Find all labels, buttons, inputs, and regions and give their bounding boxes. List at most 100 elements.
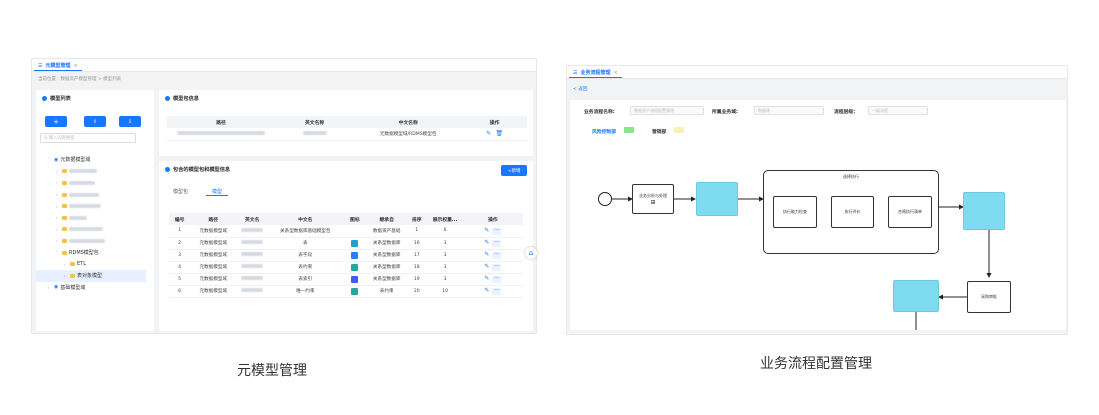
- tree-item[interactable]: ›: [36, 166, 146, 178]
- sub-tabs: 模型包 模型: [173, 188, 229, 196]
- column-header: 英文名: [236, 213, 269, 225]
- cell-sort: 19: [406, 273, 428, 286]
- legend-marketing-label: 营销部: [652, 130, 667, 135]
- caret-right-icon: ›: [56, 192, 58, 198]
- add-button[interactable]: +: [45, 116, 67, 127]
- table-header-row: 编号 路径 英文名 中文名 图标 继承自 排序 展示权重... 操作: [169, 213, 523, 225]
- add-new-button[interactable]: +新增: [501, 165, 527, 176]
- cell-cn: 表字段: [268, 249, 343, 262]
- more-icon[interactable]: ···: [492, 263, 502, 271]
- bullet-icon: [165, 167, 170, 172]
- tree-item-table-object-model[interactable]: › 表对象模型: [36, 269, 146, 282]
- cell-weight: 3: [427, 237, 463, 250]
- tree-item-etl[interactable]: › ETL: [36, 258, 146, 270]
- bullet-icon: [42, 96, 47, 101]
- flow-node-cyan-3[interactable]: [893, 280, 939, 312]
- legend-risk-swatch: [624, 127, 634, 133]
- process-level-input[interactable]: 一级流程: [868, 106, 928, 115]
- close-icon[interactable]: ×: [73, 62, 78, 69]
- bullet-icon: [165, 96, 170, 101]
- home-icon[interactable]: ⌂: [525, 247, 537, 259]
- folder-icon: [62, 215, 67, 220]
- download-button[interactable]: ⇩: [119, 116, 141, 127]
- business-domain-input[interactable]: 数据域: [754, 106, 824, 115]
- tree-item[interactable]: ›: [36, 177, 146, 189]
- column-header: 中文名: [268, 213, 343, 225]
- more-icon[interactable]: ···: [492, 275, 502, 283]
- tree-item[interactable]: ›: [36, 212, 146, 224]
- cell-no: 2: [169, 237, 191, 250]
- edit-icon[interactable]: ✎: [484, 239, 490, 246]
- tab-process-management[interactable]: ☰ 业务流程管理 ×: [569, 68, 622, 78]
- tab-label: 业务流程管理: [580, 70, 611, 76]
- more-icon[interactable]: ···: [492, 226, 502, 235]
- flow-node-procurement-review[interactable]: 采购审批: [967, 281, 1011, 313]
- folder-icon: [62, 192, 67, 197]
- tab-model-management[interactable]: ☰ 元模型管理 ×: [34, 61, 82, 71]
- cell-path: 元数据模型域: [190, 249, 237, 262]
- cell-actions: ✎ ···: [462, 285, 523, 298]
- flow-node-cyan-1[interactable]: [696, 182, 738, 216]
- flow-node-capability-check[interactable]: 执行能力检查: [773, 196, 817, 228]
- folder-icon: [62, 227, 67, 232]
- folder-icon: [70, 262, 75, 267]
- flow-node-qualified-list[interactable]: 合格执行清单: [888, 196, 932, 228]
- more-icon[interactable]: ···: [492, 287, 502, 295]
- sub-models-title: 包含的模型包和模型信息: [173, 167, 231, 173]
- caret-right-icon: ›: [56, 180, 58, 186]
- tree-item-label: RDMS模型包: [69, 250, 99, 257]
- folder-icon: [70, 273, 75, 278]
- edit-icon[interactable]: ✎: [484, 251, 490, 258]
- column-header: 英文名称: [275, 116, 355, 128]
- tab-model-package[interactable]: 模型包: [173, 189, 189, 195]
- tab-model[interactable]: 模型: [206, 188, 229, 196]
- flow-node-evaluation[interactable]: 执行评价: [831, 196, 874, 228]
- cell-icon: [342, 285, 368, 298]
- sub-models-panel: 包含的模型包和模型信息 +新增 模型包 模型 编号 路径 英文名 中文名 图标 …: [159, 161, 537, 331]
- tree-item-base-domain[interactable]: › ◉ 基础模型域: [36, 282, 146, 294]
- tree-item[interactable]: ›: [36, 224, 146, 236]
- edit-icon[interactable]: ✎: [484, 226, 490, 234]
- process-name-input[interactable]: 数据资产流程配置管理: [630, 106, 704, 115]
- upload-button[interactable]: ⇪: [84, 116, 106, 127]
- back-link[interactable]: < 返回: [573, 87, 588, 92]
- tree-item-label: 表对象模型: [77, 273, 103, 280]
- edit-icon[interactable]: ✎: [486, 130, 492, 138]
- column-header: 排序: [406, 213, 428, 225]
- column-header: 图标: [342, 213, 368, 225]
- column-header: 中文名称: [354, 116, 463, 128]
- tree-item[interactable]: ›: [36, 189, 146, 201]
- flow-node-analysis[interactable]: 业务分析与处理 ⊞: [632, 184, 674, 214]
- more-icon[interactable]: ···: [492, 251, 502, 259]
- edit-icon[interactable]: ✎: [484, 263, 490, 270]
- cell-path: 元数据模型域: [190, 225, 237, 238]
- edit-icon[interactable]: ✎: [484, 275, 490, 282]
- tree-item[interactable]: ›: [36, 200, 146, 212]
- search-input[interactable]: Q 输入内容搜索: [40, 133, 136, 143]
- blurred-label: [69, 169, 97, 174]
- delete-icon[interactable]: 🗑: [495, 130, 504, 138]
- cell-cn: 唯一约束: [268, 285, 343, 298]
- cell-actions: ✎ ···: [462, 273, 523, 286]
- cell-weight: 6: [427, 225, 463, 238]
- more-icon[interactable]: ···: [492, 239, 502, 247]
- start-event[interactable]: [598, 192, 612, 206]
- model-tree: ˅ ◉ 元数据模型域 › › › › › › › ˅ RDMS模型包 › ETL…: [36, 154, 146, 293]
- close-icon[interactable]: ×: [613, 69, 618, 76]
- flow-node-cyan-2[interactable]: [963, 192, 1005, 230]
- cell-icon: [342, 237, 368, 250]
- tab-bar: ☰ 元模型管理 ×: [32, 59, 536, 72]
- tree-item-rdms-package[interactable]: ˅ RDMS模型包: [36, 247, 146, 259]
- cn-name-cell: 元数据模型域/RDMS模型包: [354, 128, 463, 141]
- folder-icon: [62, 169, 67, 174]
- caret-right-icon: ›: [64, 273, 66, 279]
- cell-cn: 表约束: [268, 261, 343, 274]
- table-row: 元数据模型域/RDMS模型包 ✎ 🗑: [167, 128, 527, 141]
- tree-item[interactable]: ›: [36, 235, 146, 247]
- tree-item-metadata-domain[interactable]: ˅ ◉ 元数据模型域: [36, 154, 146, 166]
- caret-down-icon: ˅: [48, 157, 50, 163]
- caret-down-icon: ˅: [56, 250, 58, 256]
- tab-label: 元模型管理: [45, 63, 71, 69]
- edit-icon[interactable]: ✎: [484, 287, 490, 294]
